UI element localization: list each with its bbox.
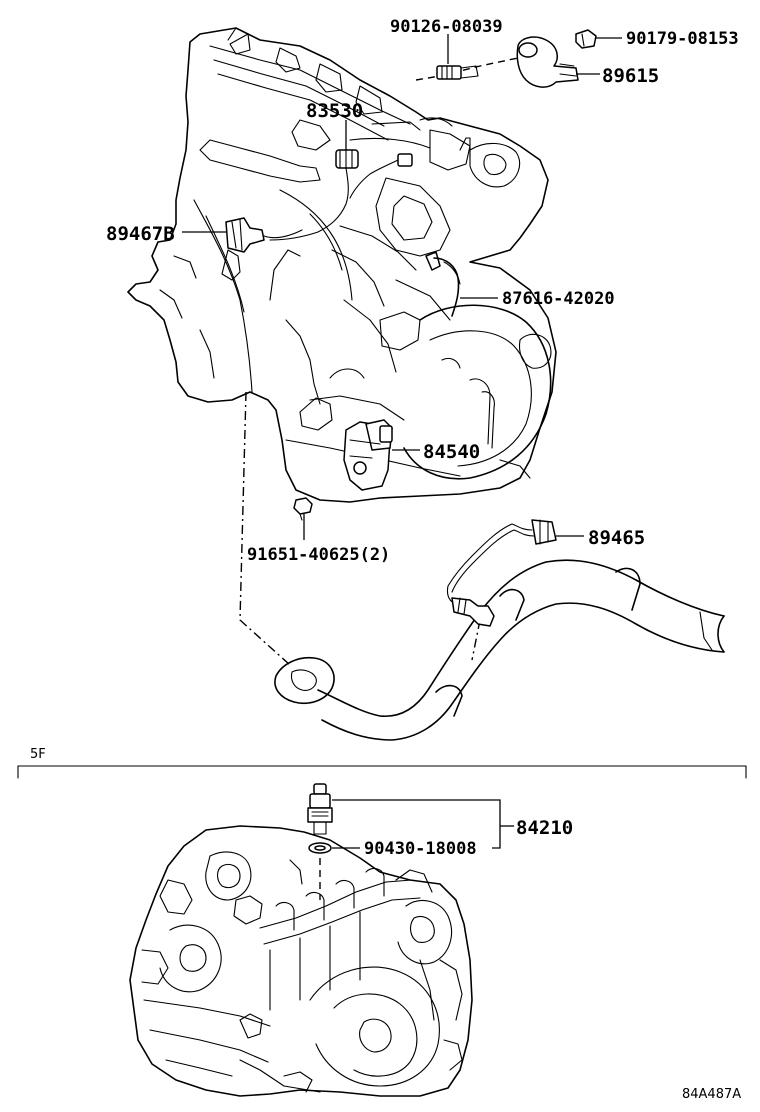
- label-83530[interactable]: 83530: [306, 100, 363, 122]
- label-84540[interactable]: 84540: [423, 441, 480, 463]
- label-84210[interactable]: 84210: [516, 817, 573, 839]
- part-89615-knock-sensor[interactable]: [516, 36, 579, 88]
- label-91651-40625[interactable]: 91651-40625(2): [247, 545, 390, 565]
- exhaust-pipe-illustration: [274, 559, 725, 741]
- leader-84210-bracket: [332, 799, 501, 849]
- section-divider: [17, 765, 747, 779]
- label-90430-18008[interactable]: 90430-18008: [364, 839, 477, 859]
- part-87616-42020-bracket[interactable]: [425, 251, 461, 317]
- part-90179-08153-nut[interactable]: [575, 29, 597, 49]
- reference-line-rear-sensor: [471, 619, 481, 661]
- label-90179-08153[interactable]: 90179-08153: [626, 29, 739, 49]
- figure-code: 84A487A: [682, 1087, 741, 1102]
- part-89465-oxygen-sensor[interactable]: [446, 519, 557, 627]
- part-89467b-af-sensor[interactable]: [225, 217, 303, 253]
- part-84210-backup-lamp-switch[interactable]: [307, 783, 333, 835]
- part-83530-oil-pressure-switch[interactable]: [269, 149, 413, 241]
- label-89467b[interactable]: 89467B: [106, 223, 175, 245]
- label-90126-08039[interactable]: 90126-08039: [390, 17, 503, 37]
- reference-line-exhaust: [239, 391, 291, 666]
- label-87616-42020[interactable]: 87616-42020: [502, 289, 615, 309]
- reference-line-knock-sensor: [415, 57, 519, 81]
- part-91651-40625-bolt[interactable]: [293, 497, 313, 521]
- part-90430-18008-gasket[interactable]: [308, 842, 332, 854]
- part-84540-neutral-switch[interactable]: [343, 419, 393, 491]
- section-label: 5F: [30, 747, 46, 762]
- part-90126-08039-stud[interactable]: [436, 65, 479, 80]
- label-89465[interactable]: 89465: [588, 527, 645, 549]
- label-89615[interactable]: 89615: [602, 65, 659, 87]
- engine-block-illustration: [127, 27, 557, 503]
- manual-transaxle-illustration: [129, 825, 473, 1097]
